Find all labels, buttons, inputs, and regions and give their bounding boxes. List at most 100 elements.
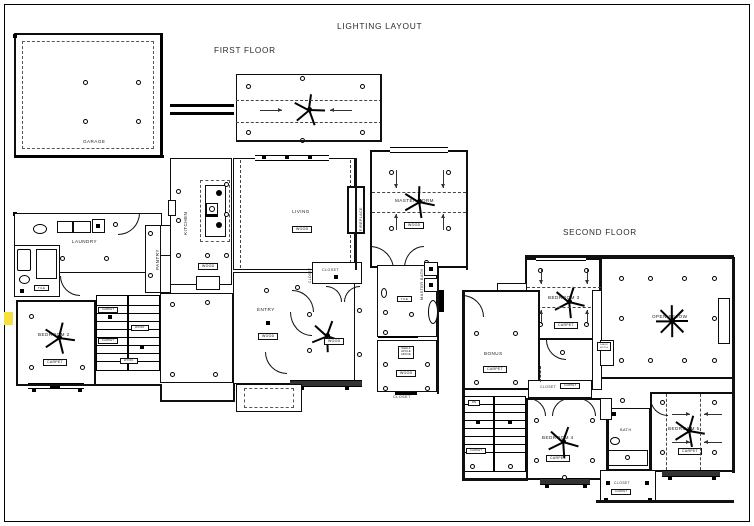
porch-dashed: [244, 388, 294, 408]
can-light: [360, 84, 365, 89]
surface-fixture: [334, 275, 338, 279]
window: [662, 470, 720, 477]
material-tag-closet: WOOD: [396, 370, 417, 378]
can-light: [534, 458, 539, 463]
material-tag-closet: CARPET: [611, 489, 632, 496]
window: [290, 380, 362, 387]
wall: [14, 155, 164, 158]
can-light: [148, 231, 153, 236]
vanity: [600, 398, 612, 420]
appliance: [73, 221, 91, 233]
second-floor-label: SECOND FLOOR: [563, 228, 637, 237]
can-light: [176, 189, 181, 194]
tray-ceiling-dashed: [700, 394, 701, 470]
can-light: [224, 182, 229, 187]
surface-fixture: [545, 484, 549, 488]
can-light: [295, 285, 300, 290]
direction-arrow: [330, 108, 352, 112]
can-light: [619, 358, 624, 363]
appliance: [57, 221, 73, 233]
direction-arrow: [260, 108, 282, 112]
ceiling-fan-icon: [42, 320, 76, 355]
sink-fixture: [33, 224, 47, 234]
duct-run: [170, 112, 234, 115]
surface-fixture: [583, 484, 587, 488]
can-light: [584, 322, 589, 327]
direction-arrow: [441, 214, 445, 230]
tub-fixture: [17, 249, 31, 271]
can-light: [619, 276, 624, 281]
ceiling-line-dashed: [240, 160, 241, 268]
surface-fixture: [429, 267, 433, 271]
surface-fixture: [140, 345, 144, 349]
ceiling-fan-icon: [402, 184, 436, 219]
window: [255, 155, 329, 161]
can-light: [620, 398, 625, 403]
can-light: [648, 358, 653, 363]
can-light: [446, 170, 451, 175]
room-label-closet: CLOSET: [540, 385, 557, 389]
ceiling-fan-icon: [672, 413, 706, 448]
can-light: [307, 348, 312, 353]
can-light: [383, 362, 388, 367]
stair-tread: [462, 412, 526, 413]
can-light: [619, 316, 624, 321]
can-light: [474, 331, 479, 336]
material-tag-entry: WOOD: [258, 333, 279, 341]
can-light: [470, 464, 475, 469]
pendant-light: [216, 222, 222, 228]
can-light: [648, 276, 653, 281]
stair-run: [494, 396, 526, 472]
closet-outline: [312, 262, 362, 284]
surface-fixture: [606, 481, 610, 485]
can-light: [590, 458, 595, 463]
can-light: [113, 222, 118, 227]
ceiling-fan-icon: [292, 92, 326, 126]
direction-arrow: [539, 310, 543, 324]
window: [390, 147, 448, 153]
material-tag: WOOD: [324, 338, 345, 346]
wall: [160, 384, 163, 402]
stair-tread: [96, 305, 160, 306]
stair-tread: [462, 404, 526, 405]
hall-outline: [160, 293, 233, 383]
can-light: [712, 358, 717, 363]
ceiling-fan-icon: [546, 424, 580, 459]
surface-fixture: [285, 155, 289, 159]
garage-door-swing-dashed: [22, 41, 154, 149]
can-light: [508, 464, 513, 469]
wall: [378, 336, 418, 338]
can-light: [584, 268, 589, 273]
wall: [525, 255, 734, 258]
wall: [380, 74, 383, 142]
material-tag-bonus: CARPET: [483, 366, 507, 374]
material-tag-master-bdrm: WOOD: [404, 222, 425, 230]
stair-tread: [96, 345, 160, 346]
surface-fixture: [108, 315, 112, 319]
can-light: [246, 130, 251, 135]
direction-arrow: [704, 412, 722, 416]
ceiling-fan-icon: [552, 284, 586, 319]
ceiling-line-dashed: [540, 366, 541, 382]
can-light: [682, 358, 687, 363]
wall: [462, 478, 528, 481]
can-light: [83, 80, 88, 85]
material-tag-master-bath: TILE: [397, 296, 413, 303]
can-light: [264, 288, 269, 293]
room-label-side-closet: CLOSET: [308, 267, 312, 283]
wall: [233, 384, 236, 402]
can-light: [682, 276, 687, 281]
material-tag-closet: CARPET: [560, 383, 581, 390]
wall: [160, 33, 163, 158]
can-light: [562, 475, 567, 480]
wall: [732, 257, 735, 473]
can-light: [360, 130, 365, 135]
tray-ceiling-dashed: [666, 394, 667, 470]
toilet-fixture: [19, 275, 30, 284]
direction-arrow: [672, 440, 690, 444]
direction-arrow: [672, 412, 690, 416]
room-label-bath2: BATH: [620, 428, 632, 432]
material-tag-stair: CARPET: [466, 448, 487, 455]
can-light: [474, 380, 479, 385]
direction-arrow: [704, 440, 722, 444]
